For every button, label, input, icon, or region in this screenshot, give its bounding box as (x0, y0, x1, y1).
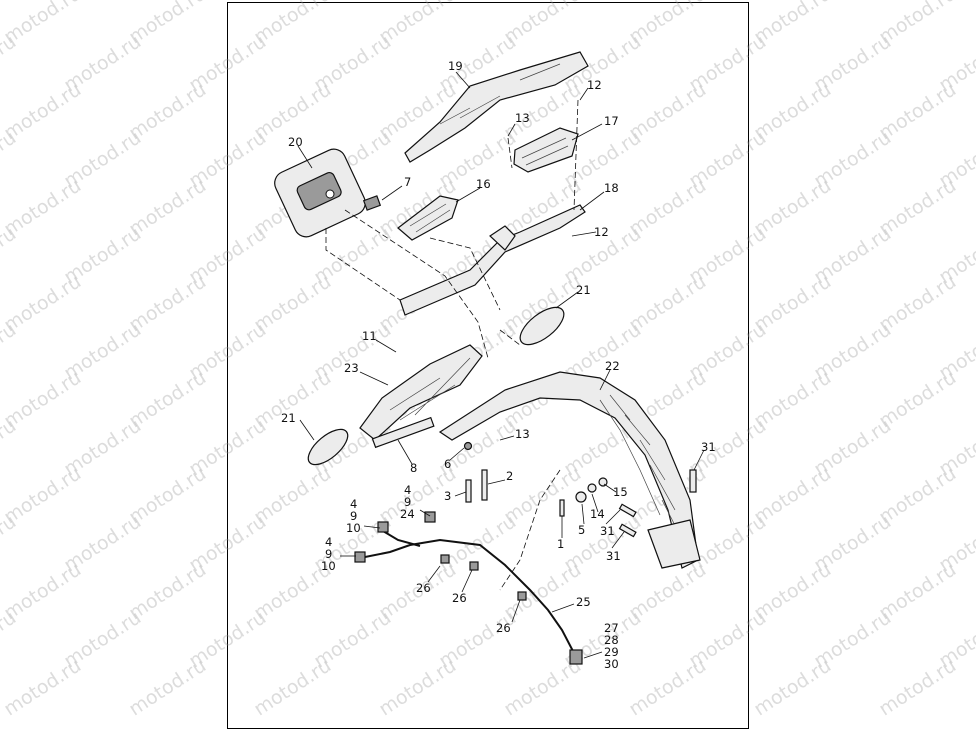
callout-4-a: 4 (404, 483, 411, 497)
callout-31-low: 31 (606, 549, 621, 563)
callout-13-top: 13 (515, 111, 530, 125)
part-6-nut (463, 441, 473, 451)
callout-19: 19 (448, 59, 463, 73)
part-3-bolt (465, 479, 472, 503)
part-21-reflector-upper (519, 306, 565, 346)
part-1-screw (559, 499, 565, 517)
part-7-clip (362, 195, 382, 211)
callout-2: 2 (506, 469, 513, 483)
callout-4-b: 4 (350, 497, 357, 511)
callout-17: 17 (604, 114, 619, 128)
callout-29: 29 (604, 645, 619, 659)
callout-20: 20 (288, 135, 303, 149)
callout-13-low: 13 (515, 427, 530, 441)
part-16-lens (397, 195, 459, 241)
part-14-spacer (587, 483, 597, 493)
part-5-washer (575, 491, 587, 503)
part-15-nut (598, 477, 608, 487)
callout-12-mid: 12 (594, 225, 609, 239)
part-31-bolt-top (689, 469, 697, 493)
part-20-lamp-housing (274, 148, 366, 238)
callout-16: 16 (476, 177, 491, 191)
callout-30: 30 (604, 657, 619, 671)
diagram-frame (227, 2, 749, 729)
callout-10-b: 10 (321, 559, 336, 573)
callout-22: 22 (605, 359, 620, 373)
callout-1: 1 (557, 537, 564, 551)
part-17-bracket (513, 127, 579, 173)
part-25-harness (354, 511, 583, 665)
part-2-bolt (481, 469, 488, 501)
callout-9-a: 9 (404, 495, 411, 509)
callout-26-b: 26 (452, 591, 467, 605)
part-22-fender-frame (438, 371, 701, 569)
part-31-bolt-mid (618, 503, 637, 518)
part-18-rail (399, 204, 586, 316)
callout-24: 24 (400, 507, 415, 521)
callout-8: 8 (410, 461, 417, 475)
callout-3: 3 (444, 489, 451, 503)
callout-18: 18 (604, 181, 619, 195)
callout-26-c: 26 (496, 621, 511, 635)
part-23-side-bracket (359, 344, 483, 441)
callout-15: 15 (613, 485, 628, 499)
callout-31-mid: 31 (600, 524, 615, 538)
part-19-trim (404, 51, 589, 163)
callout-21-lower: 21 (281, 411, 296, 425)
part-8-strip (371, 416, 435, 449)
callout-31-top: 31 (701, 440, 716, 454)
callout-14: 14 (590, 507, 605, 521)
callout-27: 27 (604, 621, 619, 635)
callout-25: 25 (576, 595, 591, 609)
callout-10-a: 10 (346, 521, 361, 535)
callout-11: 11 (362, 329, 377, 343)
callout-23: 23 (344, 361, 359, 375)
callout-6: 6 (444, 457, 451, 471)
callout-4-c: 4 (325, 535, 332, 549)
callout-5: 5 (578, 523, 585, 537)
callout-9-b: 9 (350, 509, 357, 523)
callout-12-top: 12 (587, 78, 602, 92)
part-21-reflector-lower (307, 428, 349, 466)
callout-7: 7 (404, 175, 411, 189)
callout-28: 28 (604, 633, 619, 647)
part-31-bolt-low (618, 523, 637, 538)
callout-9-c: 9 (325, 547, 332, 561)
callout-21-upper: 21 (576, 283, 591, 297)
callout-26-a: 26 (416, 581, 431, 595)
